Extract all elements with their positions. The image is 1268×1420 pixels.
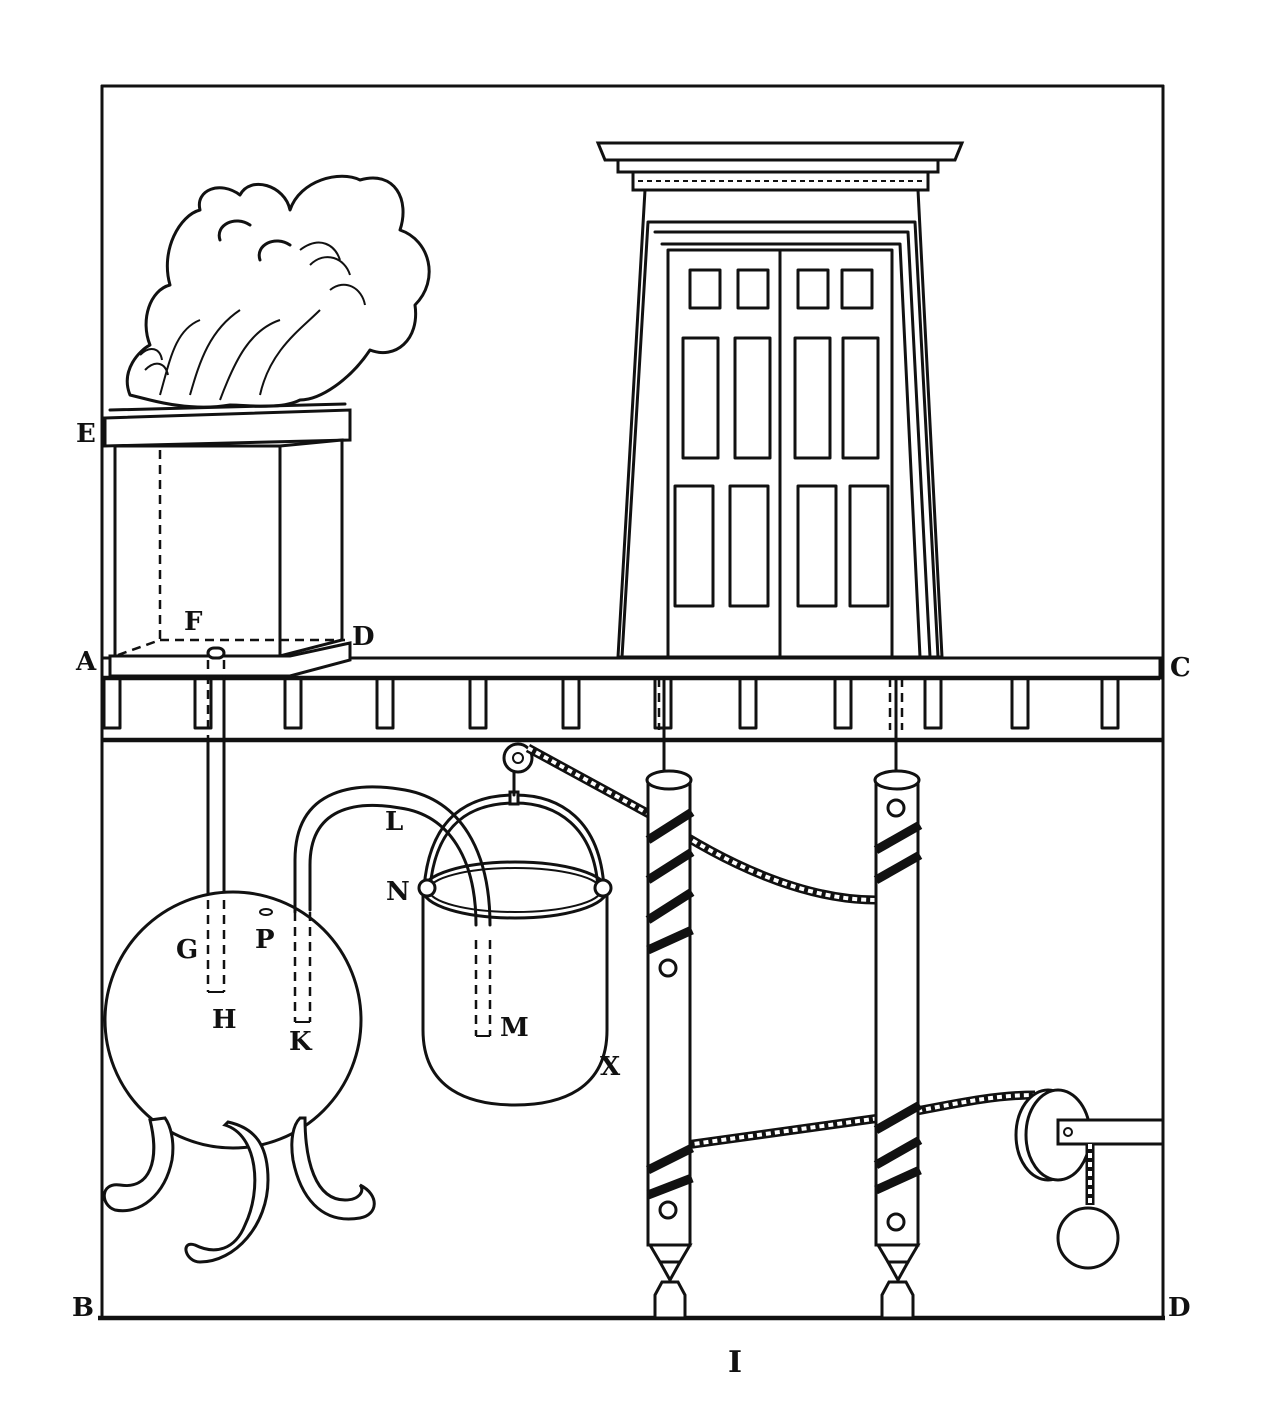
sphere-legs xyxy=(102,1116,376,1264)
outer-frame xyxy=(98,84,1165,1321)
pulley-counterweight xyxy=(1014,1088,1165,1270)
label-g: G xyxy=(176,935,198,965)
floor-beam xyxy=(100,656,1163,743)
label-e: E xyxy=(76,419,96,449)
label-l: L xyxy=(385,807,403,837)
label-m: M xyxy=(500,1013,529,1043)
top-pulley xyxy=(502,742,534,774)
label-k: K xyxy=(289,1027,313,1057)
label-h: H xyxy=(212,1005,237,1035)
label-x: X xyxy=(600,1052,621,1082)
door-panels xyxy=(673,268,890,608)
rope xyxy=(525,744,1036,1155)
door-axle-left xyxy=(645,676,695,1320)
label-d-altar: D xyxy=(352,622,375,652)
fire-smoke-icon xyxy=(125,174,431,409)
spherical-vessel xyxy=(102,890,376,1264)
joists xyxy=(102,676,1120,730)
label-c: C xyxy=(1170,653,1191,683)
altar-pipe xyxy=(206,646,226,902)
label-a: A xyxy=(75,647,97,677)
label-b: B xyxy=(72,1293,94,1323)
label-p: P xyxy=(255,925,275,955)
siphon-tube xyxy=(293,785,492,1037)
figure-caption: I xyxy=(728,1345,742,1380)
temple-door xyxy=(595,141,965,659)
altar xyxy=(103,174,431,678)
hanging-bucket xyxy=(417,768,613,1107)
door-axle-right xyxy=(873,676,923,1320)
labels: E F D A C G P H K L N M X B D I xyxy=(72,419,1191,1380)
label-d-frame: D xyxy=(1168,1293,1191,1323)
label-f: F xyxy=(184,607,203,637)
label-n: N xyxy=(386,877,410,907)
